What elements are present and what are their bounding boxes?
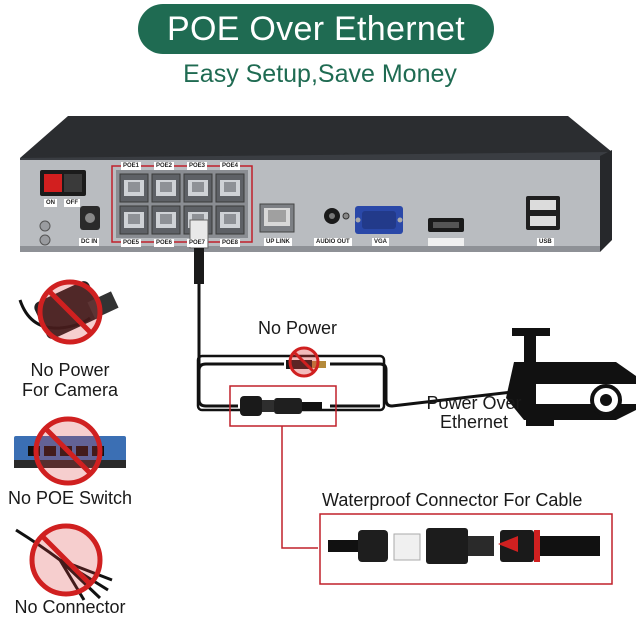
uplink-label: UP LINK (264, 238, 292, 246)
inline-connector-icon (229, 385, 337, 427)
waterproof-label: Waterproof Connector For Cable (322, 490, 583, 510)
uplink-port-icon (259, 203, 295, 233)
no-symbol-icon (37, 279, 103, 345)
ethernet-cable (197, 284, 513, 408)
screw-icon (39, 234, 51, 246)
poe-label: POE6 (154, 239, 175, 247)
poe-label: POE5 (121, 239, 142, 247)
page-subtitle: Easy Setup,Save Money (183, 60, 457, 88)
poe-port-icon (183, 173, 213, 203)
label-line: No POE Switch (7, 488, 133, 508)
camera-icon (506, 328, 636, 426)
label-line: For Camera (21, 380, 119, 400)
poe-port-icon (151, 173, 181, 203)
no-poe-switch-label: No POE Switch (0, 488, 140, 508)
callout-line (281, 426, 318, 549)
no-symbol-icon (33, 416, 103, 486)
nvr-device (20, 116, 612, 252)
poe-label-group: Power Over Ethernet (404, 394, 544, 432)
poe-label: POE1 (121, 162, 142, 170)
label-line: No Power (30, 360, 110, 380)
audio-port-icon (324, 208, 350, 224)
poe-port-icon (151, 205, 181, 235)
switch-on-label: ON (44, 199, 57, 207)
poe-label: POE2 (154, 162, 175, 170)
title-banner: POE Over Ethernet (138, 4, 494, 54)
no-power-label: No Power (258, 318, 338, 338)
hdmi-port-icon (428, 218, 464, 246)
no-connector-label: No Connector (0, 597, 140, 617)
poe-label: POE3 (187, 162, 208, 170)
switch-off-label: OFF (64, 199, 80, 207)
dc-in-label: DC IN (79, 238, 100, 246)
vga-port-icon (355, 206, 403, 234)
dc-jack-icon (80, 206, 100, 230)
no-symbol-icon (29, 523, 103, 597)
poe-port-icon (119, 173, 149, 203)
audio-out-label: AUDIO OUT (314, 238, 352, 246)
poe-label: POE7 (187, 239, 208, 247)
poe-label: POE8 (220, 239, 241, 247)
poe-line1: Power Over (426, 393, 522, 413)
poe-line2: Ethernet (439, 412, 509, 432)
label-line: No Connector (14, 597, 126, 617)
poe-port-icon (119, 205, 149, 235)
poe-port-icon (215, 173, 245, 203)
page-title: POE Over Ethernet (166, 9, 465, 48)
no-power-camera-label: No Power For Camera (0, 360, 140, 400)
usb-port-icon (526, 196, 560, 230)
usb-label: USB (537, 238, 554, 246)
no-symbol-icon (288, 346, 320, 378)
waterproof-connector-detail (319, 513, 613, 585)
poe-label: POE4 (220, 162, 241, 170)
power-switch-icon (40, 170, 86, 196)
screw-icon (39, 220, 51, 232)
poe-port-icon (215, 205, 245, 235)
vga-label: VGA (372, 238, 390, 246)
